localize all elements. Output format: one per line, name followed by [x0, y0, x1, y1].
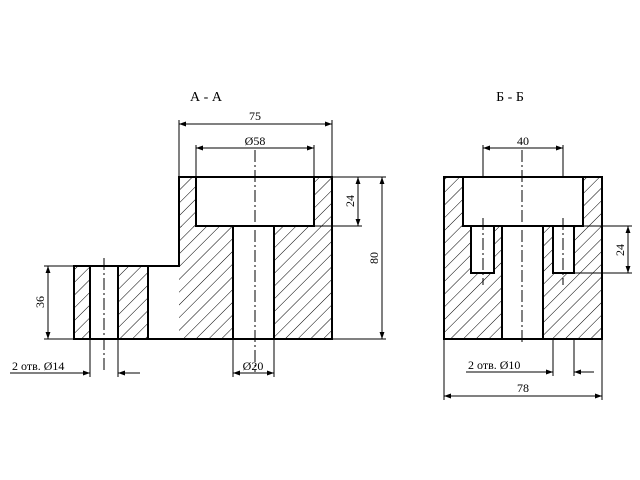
dim-width-78: 78	[443, 339, 603, 400]
dim-bore-label: Ø58	[245, 134, 266, 148]
section-b-hatching	[444, 177, 602, 339]
dim-lug-holes: 2 отв. Ø14	[10, 339, 140, 377]
section-b-centerlines	[482, 150, 564, 345]
dim-bore-58: Ø58	[195, 134, 315, 177]
section-a-title: А - А	[190, 90, 223, 105]
dim-recess-depth-label: 24	[343, 195, 357, 207]
dim-lug-height-label: 36	[33, 296, 47, 308]
lug-holes-note: 2 отв. Ø14	[12, 359, 64, 373]
section-a-centerlines	[103, 150, 256, 372]
dim-center-hole: Ø20	[232, 339, 275, 377]
dim-width-label: 75	[249, 109, 261, 123]
dim-height-label: 80	[367, 252, 381, 264]
dim-hole-depth-label: 24	[613, 244, 627, 256]
holes-10-note: 2 отв. Ø10	[468, 358, 520, 372]
section-b-title: Б - Б	[496, 90, 524, 105]
dim-holes-10: 2 отв. Ø10	[466, 339, 594, 376]
dim-height-80: 80	[332, 176, 386, 340]
center-hole-label: Ø20	[243, 359, 264, 373]
section-a-hatching	[74, 177, 332, 339]
dim-hole-depth-24: 24	[574, 225, 632, 274]
dim-bore-40-label: 40	[517, 134, 529, 148]
dim-width-78-label: 78	[517, 381, 529, 395]
section-a-view: А - А 75	[10, 90, 386, 377]
dim-bore-40: 40	[482, 134, 564, 177]
dim-lug-height-36: 36	[33, 265, 74, 340]
section-b-view: Б - Б	[443, 90, 632, 400]
dim-width-75: 75	[178, 109, 333, 177]
